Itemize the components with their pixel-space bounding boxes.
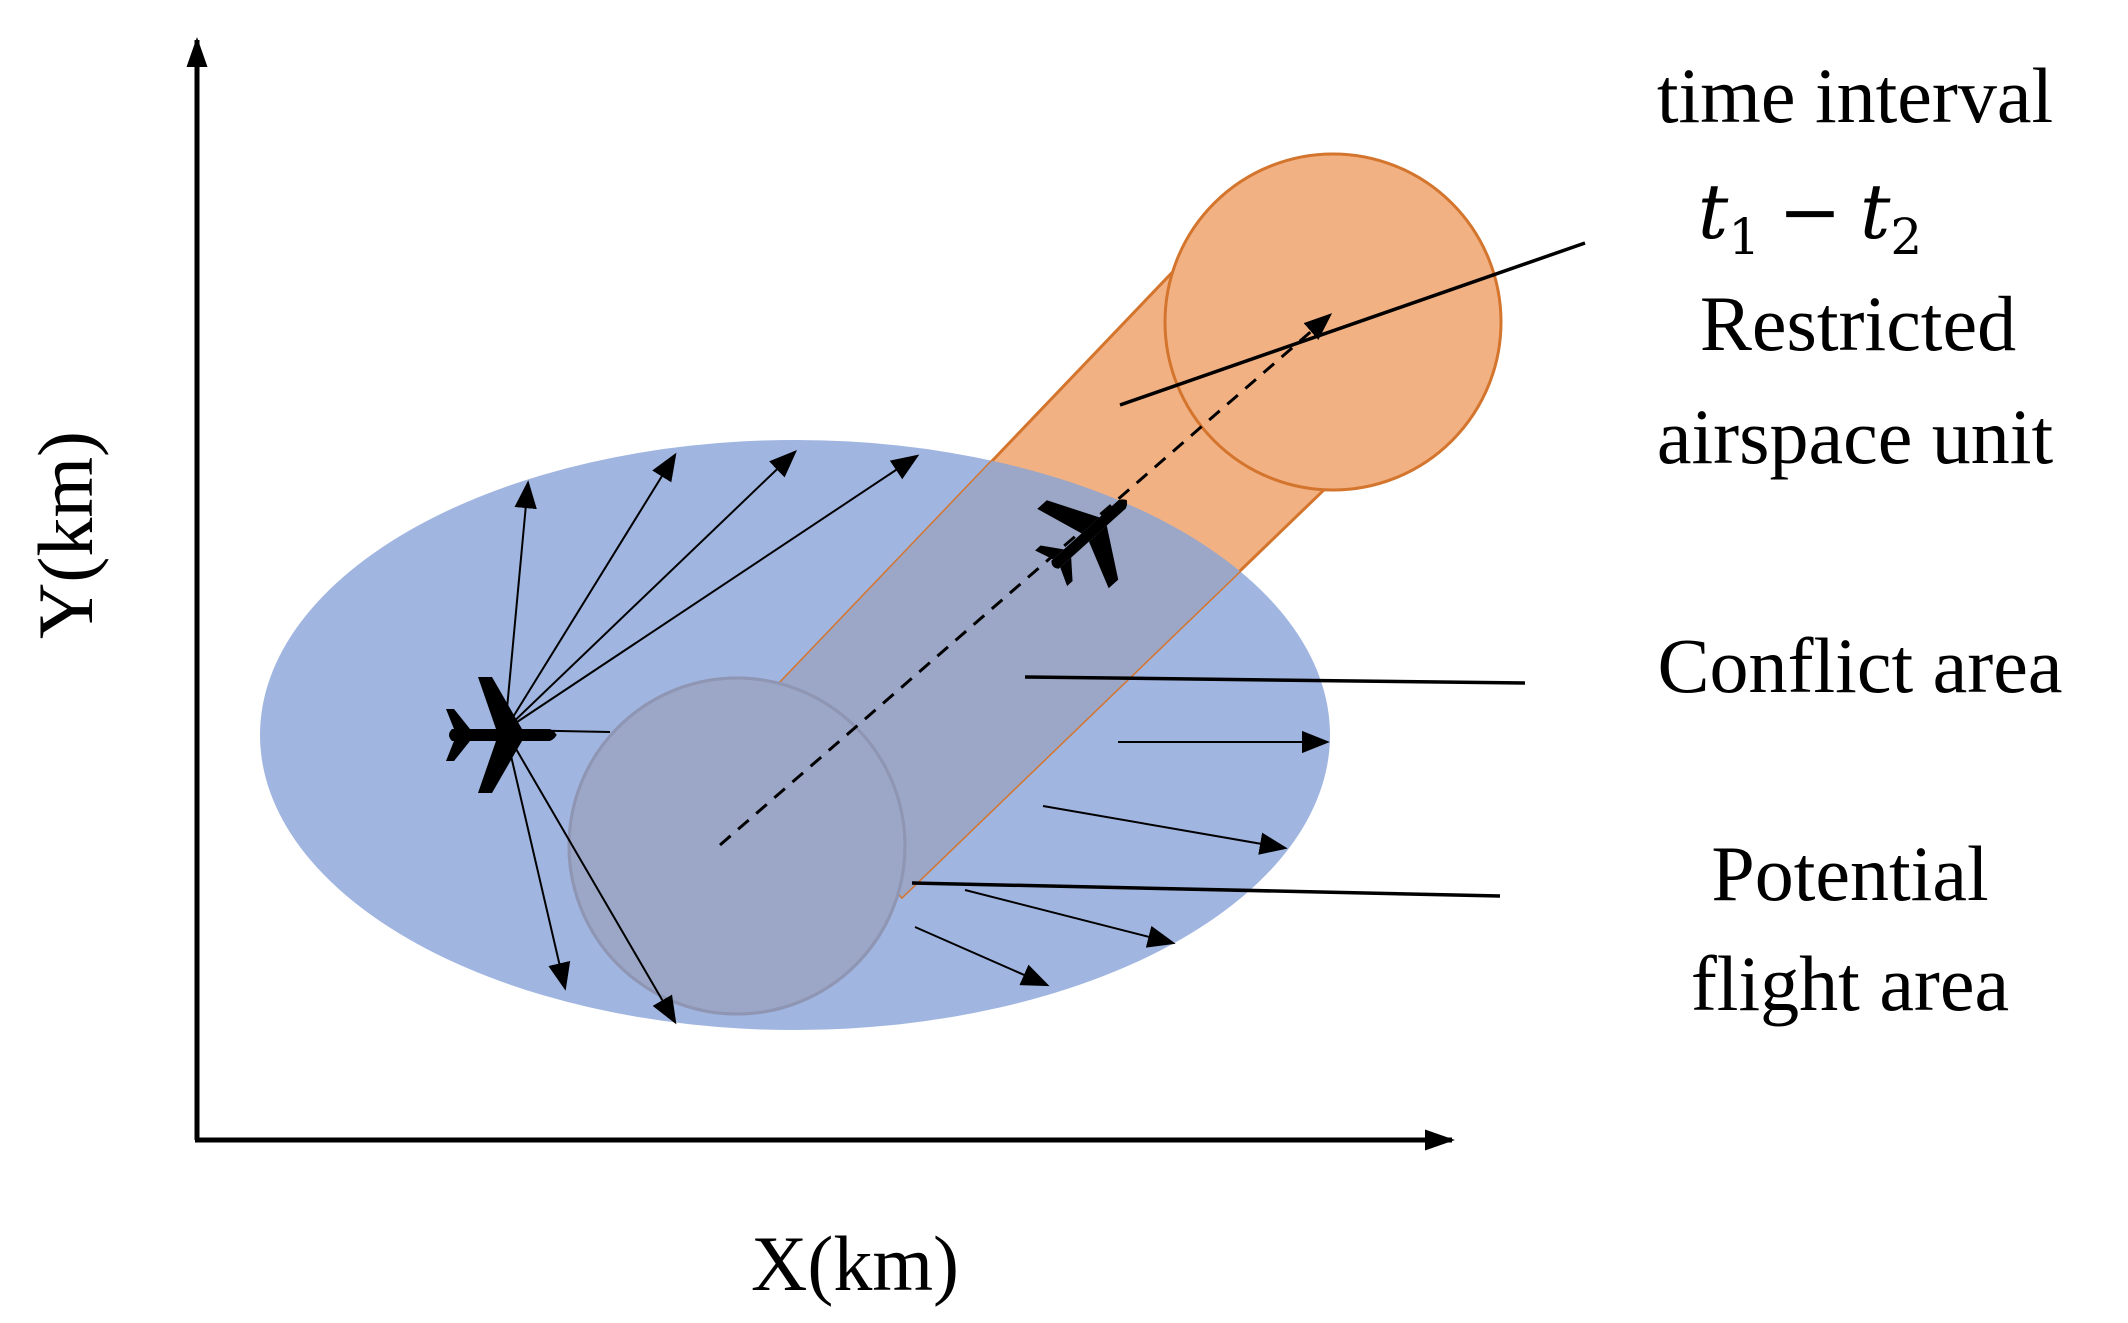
- conflict-area-label: Conflict area: [1658, 622, 2063, 709]
- direction-arrow: [504, 729, 677, 1025]
- restricted-label-line2: airspace unit: [1657, 393, 2054, 480]
- restricted-label-line1: Restricted: [1700, 280, 2016, 367]
- direction-arrow: [504, 480, 537, 731]
- conflict-cylinder-base: [567, 676, 907, 1016]
- direction-arrow: [1042, 805, 1288, 855]
- potential-label-line1: Potential: [1711, 830, 1988, 917]
- potential-leader-line: [911, 881, 1501, 898]
- axes: [186, 37, 1455, 1151]
- y-axis-label: Y(km): [22, 431, 109, 639]
- direction-arrow: [504, 454, 920, 731]
- restricted-cylinder-top: [1163, 152, 1503, 492]
- leader-lines: [911, 241, 1586, 898]
- x-axis-label: X(km): [751, 1220, 959, 1307]
- direction-arrow: [914, 926, 1050, 987]
- conflict-leader-line: [1024, 675, 1526, 685]
- direction-arrow: [964, 889, 1176, 948]
- direction-arrow: [504, 729, 571, 991]
- flight-path: [719, 313, 1333, 847]
- direction-arrow: [504, 450, 798, 731]
- potential-label-line2: flight area: [1691, 940, 2009, 1027]
- time-interval-label: time interval: [1657, 52, 2053, 139]
- potential-direction-arrows: [504, 450, 1330, 1025]
- time-interval-expression: t1−t2: [1698, 167, 1922, 266]
- direction-arrow: [504, 452, 677, 731]
- restricted-leader-line: [1119, 241, 1586, 407]
